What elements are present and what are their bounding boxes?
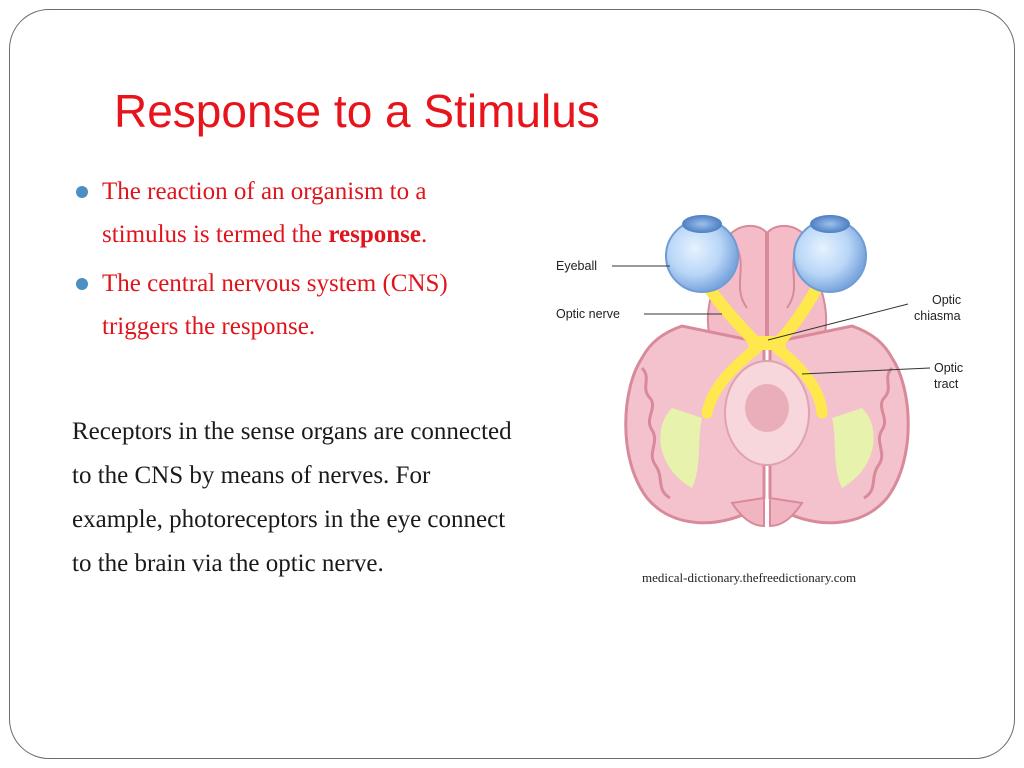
bullet-text-end: . [420, 221, 428, 248]
leader-lines [612, 265, 931, 375]
bullet-text: The central nervous system (CNS) trigger… [102, 270, 448, 340]
label-optic-chiasma-line2: chiasma [914, 309, 961, 323]
slide-title: Response to a Stimulus [114, 85, 600, 137]
label-optic-tract-line2: tract [934, 377, 959, 391]
bullet-dot-icon [76, 278, 88, 290]
bullet-item: The reaction of an organism to a stimulu… [72, 170, 502, 256]
bullet-list: The reaction of an organism to a stimulu… [72, 170, 502, 354]
label-optic-nerve: Optic nerve [556, 307, 620, 321]
bullet-text: The reaction of an organism to a stimulu… [102, 178, 427, 248]
brain-visual-pathway-diagram: Eyeball Optic nerve Optic chiasma Optic … [556, 215, 963, 528]
bullet-dot-icon [76, 186, 88, 198]
body-paragraph: Receptors in the sense organs are connec… [72, 418, 512, 577]
visual-cortex-radiations [660, 408, 874, 488]
bullet-bold-term: response [328, 221, 421, 248]
label-eyeball: Eyeball [556, 259, 597, 273]
eyeball-right [793, 215, 867, 293]
eyeball-left [665, 215, 739, 293]
label-optic-chiasma-line1: Optic [932, 293, 961, 307]
bullet-item: The central nervous system (CNS) trigger… [72, 262, 502, 348]
source-credit: medical-dictionary.thefreedictionary.com [642, 570, 857, 585]
label-optic-tract-line1: Optic [934, 361, 963, 375]
